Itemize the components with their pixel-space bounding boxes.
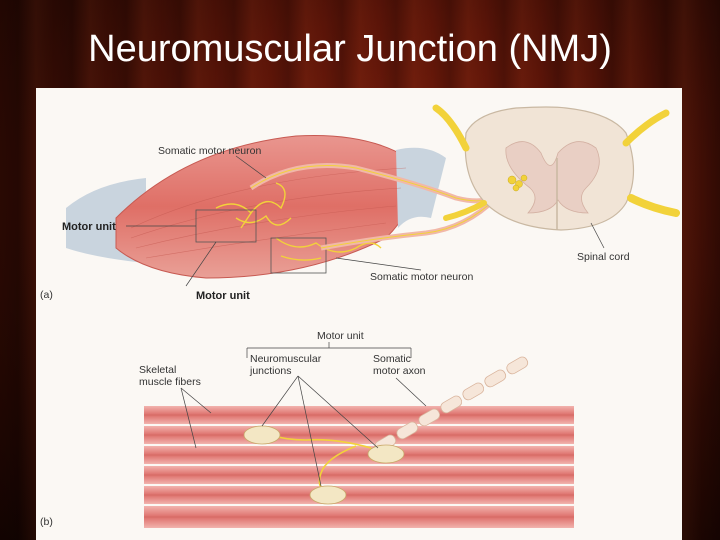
label-skeletal-line2: muscle fibers [139,376,201,388]
figure-panel: Somatic motor neuron Motor unit Somatic … [36,88,682,540]
gray-matter [505,141,600,214]
label-motor-unit-left: Motor unit [62,221,116,233]
nmj-diagram: Somatic motor neuron Motor unit Somatic … [40,104,680,528]
label-motor-unit-bottom: Motor unit [196,290,250,302]
spinal-nerve-tl [432,104,470,152]
somatic-motor-axon [374,356,529,453]
nerve-branches [215,182,382,261]
muscle-fibers [144,406,574,528]
label-axon-line2: motor axon [373,365,426,377]
motor-unit-box-2 [270,237,327,274]
label-motor-unit-b: Motor unit [317,330,364,342]
label-somatic-motor-neuron-bottom: Somatic motor neuron [370,271,473,283]
motor-neuron-cell-bodies [507,174,528,192]
label-spinal-cord: Spinal cord [577,251,630,263]
label-skeletal-line1: Skeletal [139,364,176,376]
spinal-nerve-tr [622,109,670,147]
tag-part-a: (a) [40,289,53,301]
tag-part-b: (b) [40,516,53,528]
leader-lines-b [180,342,427,487]
label-nmj-line2: junctions [249,365,291,377]
label-nmj-line1: Neuromuscular [250,353,322,365]
label-somatic-motor-neuron-top: Somatic motor neuron [158,145,261,157]
fiber-striations [144,414,574,518]
leader-lines-a [126,155,605,287]
label-axon-line1: Somatic [373,353,411,365]
spinal-nerve-bl [443,200,487,221]
nmj-end-plates [243,425,405,505]
spinal-nerve-br [627,194,680,217]
slide-title: Neuromuscular Junction (NMJ) [88,28,612,70]
